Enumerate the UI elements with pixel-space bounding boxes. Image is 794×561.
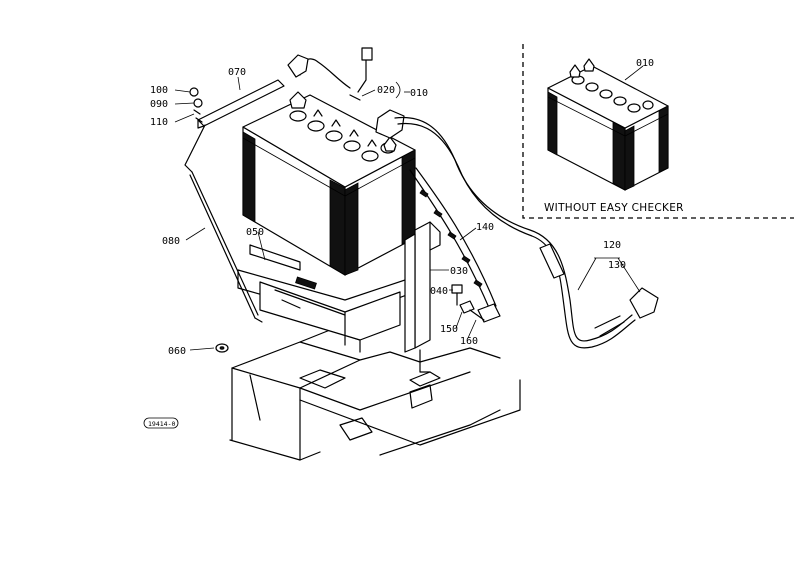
battery-rod [184, 124, 263, 323]
label-140: 140 [476, 222, 494, 233]
reference-code: 19414-0 [148, 420, 175, 428]
washer [215, 343, 229, 353]
label-050: 050 [246, 227, 264, 238]
label-110: 110 [150, 117, 168, 128]
label-090: 090 [150, 99, 168, 110]
label-100: 100 [150, 85, 168, 96]
reference-stamp: 19414-0 [143, 417, 179, 429]
label-120: 120 [603, 240, 621, 251]
clamp-bar [197, 79, 285, 129]
battery [242, 47, 416, 276]
label-080: 080 [162, 236, 180, 247]
inset-panel: 010 WITHOUT EASY CHECKER [522, 44, 794, 219]
inset-battery [547, 58, 669, 191]
label-040: 040 [430, 286, 448, 297]
label-130: 130 [608, 260, 626, 271]
label-030: 030 [450, 266, 468, 277]
ground-strap [409, 167, 501, 323]
inset-label-010: 010 [636, 58, 654, 69]
clamp-hardware [189, 87, 203, 123]
bolts [451, 284, 485, 321]
battery-caps [289, 91, 397, 162]
easy-checker [375, 109, 405, 139]
leader-lines [174, 65, 644, 351]
label-150: 150 [440, 324, 458, 335]
label-160: 160 [460, 336, 478, 347]
label-020: 020 [377, 85, 395, 96]
battery-stay [404, 221, 441, 387]
inset-caption: WITHOUT EASY CHECKER [544, 202, 684, 214]
part-labels: 100 090 110 070 020 010 080 050 030 040 … [150, 67, 626, 357]
battery-tray [237, 244, 421, 353]
label-060: 060 [168, 346, 186, 357]
label-010: 010 [410, 88, 428, 99]
battery-cable [394, 116, 659, 349]
label-070: 070 [228, 67, 246, 78]
frame-outline [229, 329, 521, 461]
